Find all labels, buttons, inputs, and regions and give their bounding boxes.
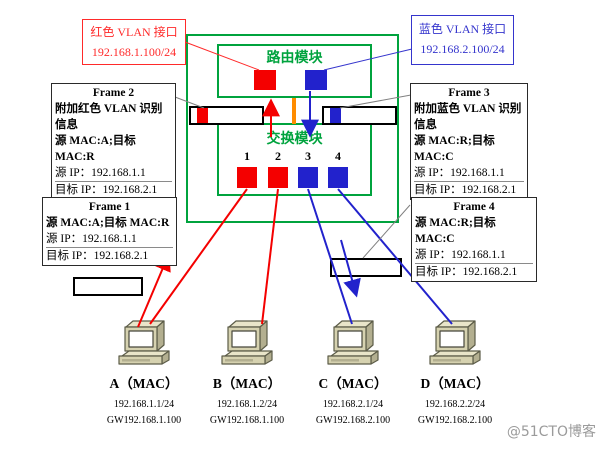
port-2-chip	[268, 167, 288, 188]
frame1-src-ip: 源 IP：192.168.1.1	[46, 233, 137, 245]
frame1-dst-ip: 目标 IP：192.168.2.1	[46, 247, 173, 264]
switch-module-label: 交换模块	[266, 132, 323, 147]
frame2-box: Frame 2 附加红色 VLAN 识别信息 源 MAC:A;目标 MAC:R …	[51, 83, 176, 200]
host-a-ip: 192.168.1.1/24	[113, 399, 175, 410]
frame4-title: Frame 4	[453, 201, 495, 213]
frame3-tag-info: 附加蓝色 VLAN 识别信息	[414, 103, 522, 131]
blue-vlan-label-title: 蓝色 VLAN 接口	[418, 22, 507, 36]
frame3-box: Frame 3 附加蓝色 VLAN 识别信息 源 MAC:R;目标 MAC:C …	[410, 83, 528, 200]
host-c-name: C（MAC）	[318, 376, 388, 391]
port-4-chip	[328, 167, 348, 188]
computer-icon	[327, 320, 379, 365]
blue-vlan-interface-label: 蓝色 VLAN 接口 192.168.2.100/24	[411, 15, 514, 65]
untagged-frame-rect-left	[73, 277, 143, 296]
computer-c	[323, 318, 383, 368]
frame2-title: Frame 2	[92, 87, 135, 99]
host-b-ip: 192.168.1.2/24	[216, 399, 278, 410]
computer-icon	[118, 320, 170, 365]
frame1-title: Frame 1	[88, 201, 131, 213]
host-c-gateway: GW192.168.2.100	[315, 415, 391, 426]
host-c-ip: 192.168.2.1/24	[322, 399, 384, 410]
blue-tagged-frame-bar	[322, 106, 397, 125]
blue-vlan-label-ip: 192.168.2.100/24	[420, 42, 505, 56]
computer-b	[217, 318, 277, 368]
host-b-gateway: GW192.168.1.100	[209, 415, 285, 426]
red-vlan-tag-segment	[197, 108, 208, 123]
frame3-title: Frame 3	[448, 87, 490, 99]
host-d-ip: 192.168.2.2/24	[424, 399, 486, 410]
blue-vlan-interface-chip	[305, 70, 327, 90]
watermark-text: @51CTO博客	[506, 424, 596, 440]
frame3-src-ip: 源 IP：192.168.1.1	[414, 167, 505, 179]
host-d-gateway: GW192.168.2.100	[417, 415, 493, 426]
port-4-number: 4	[335, 149, 341, 163]
blue-vlan-tag-segment	[330, 108, 341, 123]
computer-d	[425, 318, 485, 368]
host-a-gateway: GW192.168.1.100	[106, 415, 182, 426]
host-a-label: A（MAC） 192.168.1.1/24 GW192.168.1.100	[86, 372, 202, 426]
frame4-dst-ip: 目标 IP：192.168.2.1	[415, 263, 533, 280]
frame1-mac: 源 MAC:A;目标 MAC:R	[46, 217, 170, 229]
port-2-number: 2	[275, 149, 281, 163]
host-c-label: C（MAC） 192.168.2.1/24 GW192.168.2.100	[295, 372, 411, 426]
red-vlan-label-ip: 192.168.1.100/24	[91, 45, 177, 59]
host-b-label: B（MAC） 192.168.1.2/24 GW192.168.1.100	[189, 372, 305, 426]
switch-module-box	[217, 123, 372, 196]
untagged-frame-rect-right	[330, 258, 402, 277]
red-tagged-frame-bar	[189, 106, 264, 125]
red-vlan-interface-label: 红色 VLAN 接口 192.168.1.100/24	[82, 19, 186, 65]
frame3-mac: 源 MAC:R;目标 MAC:C	[414, 135, 495, 163]
device-outline-box	[186, 34, 399, 223]
computer-icon	[429, 320, 481, 365]
frame2-dst-ip: 目标 IP：192.168.2.1	[55, 181, 172, 198]
port-1-chip	[237, 167, 257, 188]
computer-a	[114, 318, 174, 368]
port-1-number: 1	[244, 149, 250, 163]
frame4-src-ip: 源 IP：192.168.1.1	[415, 249, 506, 261]
frame2-tag-info: 附加红色 VLAN 识别信息	[55, 103, 163, 131]
frame4-mac: 源 MAC:R;目标 MAC:C	[415, 217, 496, 245]
port-3-number: 3	[305, 149, 311, 163]
host-a-name: A（MAC）	[109, 376, 179, 391]
port-3-chip	[298, 167, 318, 188]
frame4-box: Frame 4 源 MAC:R;目标 MAC:C 源 IP：192.168.1.…	[411, 197, 537, 282]
frame2-src-ip: 源 IP：192.168.1.1	[55, 167, 146, 179]
red-vlan-interface-chip	[254, 70, 276, 90]
computer-icon	[221, 320, 273, 365]
frame1-box: Frame 1 源 MAC:A;目标 MAC:R 源 IP：192.168.1.…	[42, 197, 177, 266]
host-b-name: B（MAC）	[212, 376, 282, 391]
red-vlan-label-title: 红色 VLAN 接口	[90, 25, 178, 39]
router-module-box	[217, 44, 372, 98]
router-module-label: 路由模块	[266, 51, 323, 66]
frame2-mac: 源 MAC:A;目标 MAC:R	[55, 135, 136, 163]
frame3-dst-ip: 目标 IP：192.168.2.1	[414, 181, 524, 198]
host-d-label: D（MAC） 192.168.2.2/24 GW192.168.2.100	[397, 372, 513, 426]
host-d-name: D（MAC）	[420, 376, 490, 391]
